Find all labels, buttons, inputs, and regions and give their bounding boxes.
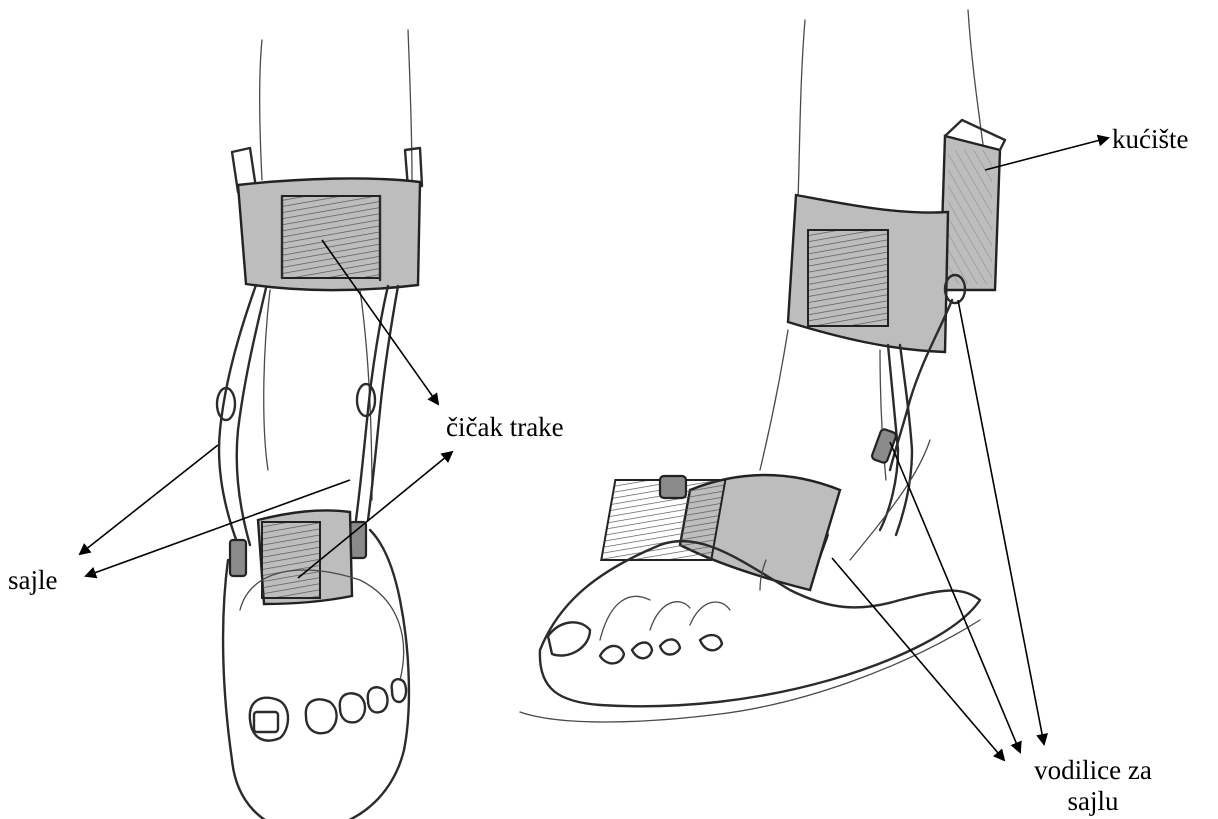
label-kuciste: kućište <box>1112 124 1188 154</box>
arrow-sajle-1 <box>80 445 218 554</box>
label-sajle: sajle <box>8 565 57 595</box>
left-foot-drawing <box>217 30 422 819</box>
arrow-vodilice-3 <box>958 300 1044 744</box>
right-foot-drawing <box>520 10 1005 722</box>
label-vodilice-line1: vodilice za <box>1018 755 1168 785</box>
label-cicak-trake: čičak trake <box>446 412 564 442</box>
arrow-vodilice-1 <box>832 558 1004 760</box>
label-vodilice-line2: sajlu <box>1018 786 1168 816</box>
